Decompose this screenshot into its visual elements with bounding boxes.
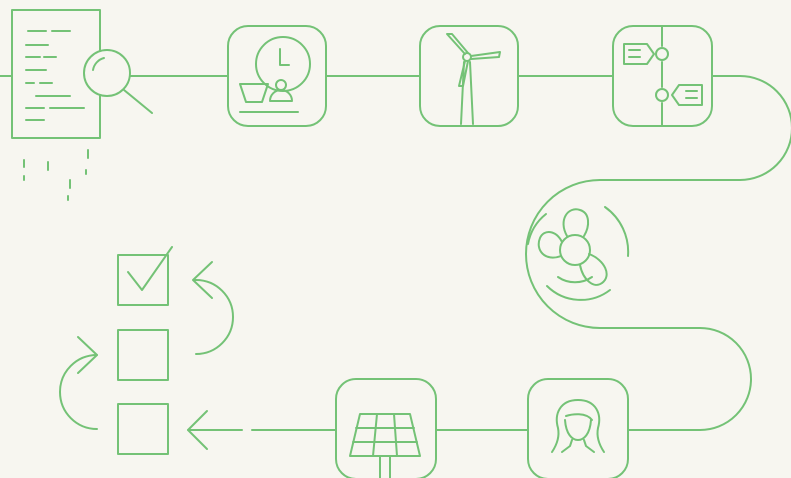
solar-panel-icon [335,378,437,478]
checkbox-checked [117,254,169,306]
clock-laptop-person-icon [227,25,327,127]
scattered-dashes [23,149,89,201]
loop-arrow-right [192,261,234,355]
checklist-icon [117,246,173,455]
person-icon [527,378,629,478]
connector-path [0,75,791,431]
checkbox-empty-1 [117,329,169,381]
checkmark-icon [127,246,173,291]
loop-arrow-left [59,336,98,430]
wind-turbine-icon [419,25,519,127]
document-magnifier-icon [11,9,153,139]
fan-icon [527,206,630,301]
tag-connection-icon [612,25,713,127]
checkbox-empty-2 [117,403,169,455]
arrow-left-icon [187,410,243,450]
